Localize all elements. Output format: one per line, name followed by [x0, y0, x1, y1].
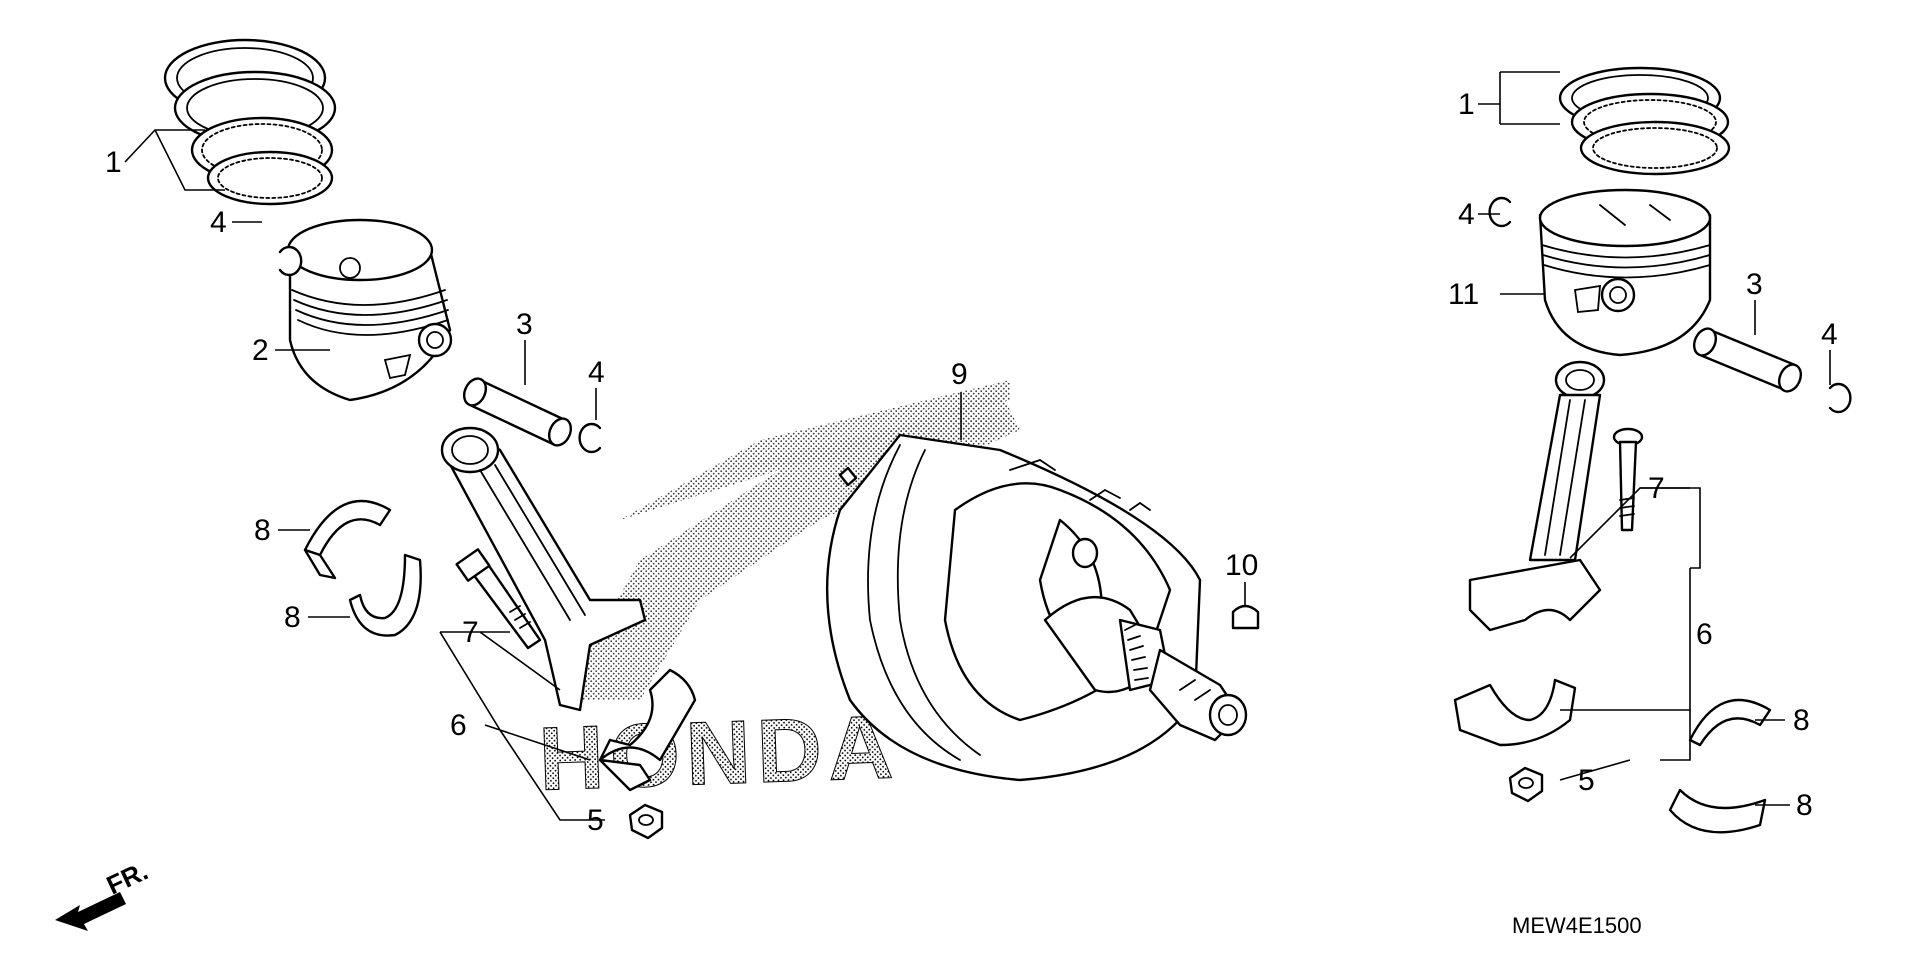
callout-left-3: 3 — [516, 308, 533, 341]
connecting-rod-cap-right[interactable] — [1453, 678, 1577, 747]
bearing-right-b[interactable] — [1668, 788, 1767, 834]
center-leaders — [960, 392, 1246, 605]
callout-right-3: 3 — [1746, 268, 1763, 301]
callout-center-9: 9 — [951, 358, 968, 391]
callout-left-5: 5 — [587, 804, 604, 837]
callout-left-7: 7 — [462, 616, 479, 649]
rod-bolt-right[interactable] — [1612, 427, 1644, 532]
callout-right-6: 6 — [1696, 618, 1713, 651]
connecting-rod-left[interactable] — [440, 426, 647, 712]
right-leaders — [1478, 71, 1831, 806]
callout-right-11: 11 — [1448, 278, 1479, 311]
callouts: 1 4 2 3 4 8 8 7 6 5 9 10 1 4 11 3 4 7 6 … — [105, 88, 1838, 837]
rod-nut-right[interactable] — [1508, 766, 1544, 803]
bearing-left-a[interactable] — [303, 499, 392, 580]
crankshaft[interactable] — [826, 433, 1248, 782]
diagram-code: MEW4E1500 — [1512, 913, 1642, 938]
piston-rings-right[interactable] — [1558, 66, 1731, 176]
circlip-right-b[interactable] — [1828, 382, 1852, 414]
bearing-right-a[interactable] — [1688, 698, 1772, 747]
callout-right-8a: 8 — [1793, 704, 1810, 737]
callout-left-2: 2 — [252, 334, 269, 367]
callout-right-7: 7 — [1648, 472, 1665, 505]
connecting-rod-right[interactable] — [1468, 360, 1606, 632]
piston-pin-left[interactable] — [460, 375, 575, 449]
bearing-left-b[interactable] — [348, 553, 422, 637]
left-leaders — [124, 129, 605, 821]
callout-right-8b: 8 — [1796, 789, 1813, 822]
callout-right-4a: 4 — [1458, 198, 1475, 231]
honda-watermark-text: HONDA — [537, 697, 900, 810]
woodruff-key[interactable] — [1231, 604, 1260, 630]
circlip-left-a[interactable] — [278, 245, 303, 277]
piston-rings-left[interactable] — [163, 38, 337, 206]
piston-pin-right[interactable] — [1690, 325, 1805, 395]
connecting-rod-cap-left[interactable] — [598, 668, 697, 792]
callout-right-4b: 4 — [1821, 318, 1838, 351]
callout-left-4a: 4 — [210, 206, 227, 239]
piston-right[interactable] — [1538, 188, 1712, 357]
callout-left-8a: 8 — [254, 514, 271, 547]
callout-right-1: 1 — [1458, 88, 1475, 121]
crank-gear — [1124, 624, 1149, 681]
circlip-left-b[interactable] — [578, 422, 602, 454]
front-direction-arrow: FR. — [55, 856, 153, 931]
front-label: FR. — [102, 856, 153, 901]
callout-left-4b: 4 — [588, 356, 605, 389]
callout-left-1: 1 — [105, 146, 122, 179]
callout-right-5: 5 — [1578, 764, 1595, 797]
callout-left-6: 6 — [450, 709, 467, 742]
callout-left-8b: 8 — [284, 601, 301, 634]
piston-left[interactable] — [286, 218, 453, 402]
rod-nut-left[interactable] — [628, 803, 664, 840]
rod-bolt-left[interactable] — [455, 548, 542, 650]
callout-center-10: 10 — [1225, 549, 1258, 582]
circlip-right-a[interactable] — [1488, 196, 1512, 228]
